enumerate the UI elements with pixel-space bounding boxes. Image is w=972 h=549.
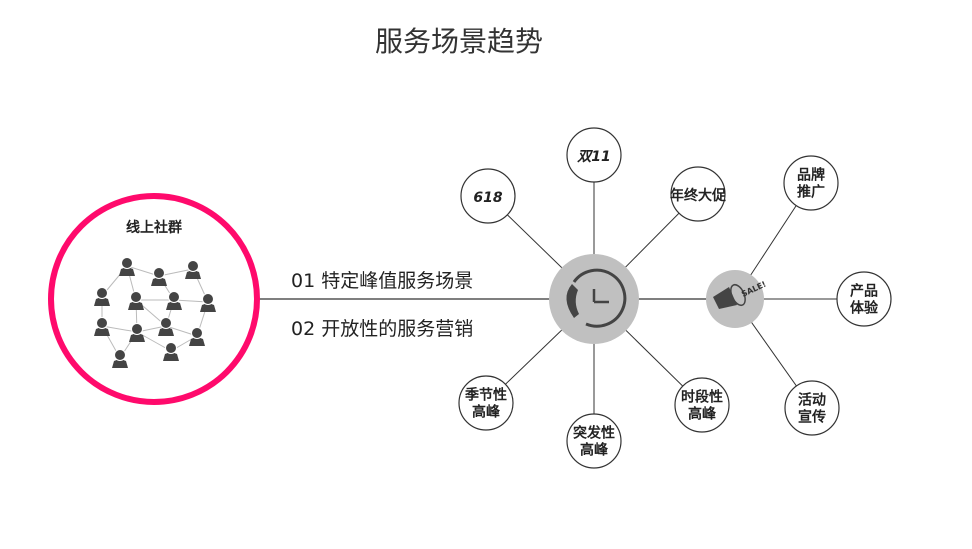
person-icon xyxy=(94,317,110,336)
network-edge xyxy=(173,299,209,303)
satellite-label: 618 xyxy=(473,190,502,206)
person-head xyxy=(187,260,199,272)
person-icon xyxy=(94,287,110,306)
person-head xyxy=(153,267,165,279)
satellite-label: 推广 xyxy=(797,184,825,201)
satellite-double11: 双11 xyxy=(566,127,622,183)
megaphone-hub xyxy=(706,270,764,328)
person-head xyxy=(160,317,172,329)
person-head xyxy=(165,342,177,354)
person-head xyxy=(130,291,142,303)
point-2: 02 开放性的服务营销 xyxy=(291,318,474,340)
person-body xyxy=(185,270,201,279)
satellite-618: 618 xyxy=(460,168,516,224)
person-head xyxy=(131,323,143,335)
person-body xyxy=(129,333,145,342)
person-body xyxy=(128,301,144,310)
person-icon xyxy=(112,349,128,368)
phone-clock-icon xyxy=(566,268,627,328)
person-body xyxy=(119,267,135,276)
person-icon xyxy=(185,260,201,279)
satellite-year-end: 年终大促 xyxy=(670,166,727,222)
page-title: 服务场景趋势 xyxy=(374,25,543,58)
satellite-circle xyxy=(784,380,840,436)
satellite-label: 产品 xyxy=(850,283,878,300)
person-head xyxy=(202,293,214,305)
satellite-label: 季节性 xyxy=(464,387,507,404)
satellite-label: 活动 xyxy=(798,392,826,409)
satellite-label: 突发性 xyxy=(573,425,615,442)
person-head xyxy=(191,327,203,339)
network-edge xyxy=(101,325,138,333)
point-1: 01 特定峰值服务场景 xyxy=(291,270,474,292)
person-icon xyxy=(158,317,174,336)
satellite-label: 高峰 xyxy=(580,442,609,459)
person-icon xyxy=(189,327,205,346)
person-body xyxy=(151,277,167,286)
person-icon xyxy=(163,342,179,361)
satellite-circle xyxy=(460,168,516,224)
person-body xyxy=(163,352,179,361)
person-icon xyxy=(200,293,216,312)
person-icon xyxy=(119,257,135,276)
person-icon xyxy=(166,291,182,310)
person-body xyxy=(94,297,110,306)
person-head xyxy=(96,317,108,329)
satellite-circle xyxy=(836,271,892,327)
person-icon xyxy=(128,291,144,310)
satellite-label: 品牌 xyxy=(797,167,825,184)
person-head xyxy=(114,349,126,361)
community-circle xyxy=(48,193,260,405)
person-head xyxy=(96,287,108,299)
satellite-circle xyxy=(674,377,730,433)
phone-handset xyxy=(566,284,579,318)
person-body xyxy=(112,359,128,368)
person-body xyxy=(158,327,174,336)
person-body xyxy=(200,303,216,312)
satellite-circle xyxy=(566,413,622,469)
person-body xyxy=(189,337,205,346)
clock-ring xyxy=(572,268,627,328)
satellite-circle xyxy=(458,375,514,431)
satellite-circle xyxy=(566,127,622,183)
community-label: 线上社群 xyxy=(126,219,182,236)
person-icon xyxy=(151,267,167,286)
satellite-label: 时段性 xyxy=(681,389,723,406)
person-head xyxy=(168,291,180,303)
satellite-label: 高峰 xyxy=(472,404,501,421)
megaphone-bell xyxy=(730,283,746,307)
satellite-label: 体验 xyxy=(850,300,879,317)
person-head xyxy=(121,257,133,269)
satellite-label: 宣传 xyxy=(798,409,826,426)
person-body xyxy=(94,327,110,336)
satellite-label: 双11 xyxy=(576,149,610,165)
satellite-label: 年终大促 xyxy=(670,187,727,204)
person-icon xyxy=(129,323,145,342)
satellite-circle xyxy=(670,166,726,222)
satellite-circle xyxy=(783,155,839,211)
satellite-label: 高峰 xyxy=(688,406,717,423)
person-body xyxy=(166,301,182,310)
